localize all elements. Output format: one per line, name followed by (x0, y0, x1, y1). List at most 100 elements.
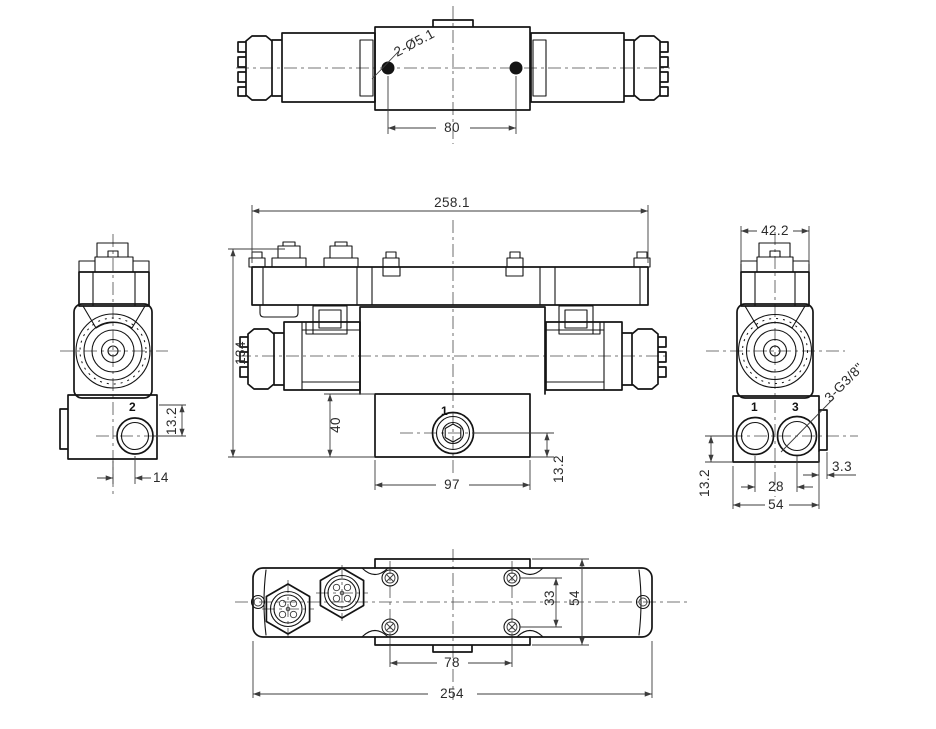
front-plug-circle (441, 421, 465, 445)
screw-inner (384, 572, 396, 584)
front-solenoid-right-details (545, 305, 605, 391)
view-left: 2 13.2 14 (59, 234, 186, 497)
right-coil-center (769, 345, 781, 357)
top-mounting-block (374, 19, 531, 111)
top-solenoid-left-endplate (359, 39, 374, 97)
left-coil-ring-3 (91, 329, 135, 373)
right-dim-3-3-text: 3.3 (832, 459, 852, 474)
front-dim-40-text: 40 (328, 417, 343, 433)
right-coil-face (736, 303, 814, 399)
view-top: 80 2-Ø5.1 (236, 6, 670, 144)
left-bottom-block (59, 394, 158, 460)
connector-pin (278, 610, 287, 619)
bottom-dim-33-text: 33 (542, 590, 557, 606)
connector-pin (289, 599, 298, 608)
bottom-m12-connector-1 (265, 583, 311, 635)
connector-key (339, 590, 345, 596)
left-solenoid-body (78, 271, 150, 307)
right-coil-hub (762, 338, 788, 364)
left-solenoid-body-joints (92, 271, 136, 307)
right-port-1-outer (735, 416, 775, 456)
front-dim-extensions (228, 205, 649, 490)
top-mounting-hole-right (509, 61, 523, 75)
front-port-label: 1 (441, 404, 448, 418)
screw-crosses (385, 573, 517, 632)
right-port-1-ring (740, 421, 770, 451)
bottom-dim-254-text: 254 (440, 686, 464, 701)
view-right: 1 3 3-G3/8" 42.2 13.2 28 3.3 54 (697, 223, 867, 512)
right-coil-bolt-ring (742, 318, 808, 384)
screw-inner (506, 621, 518, 633)
right-coil-ring-1 (737, 313, 813, 389)
top-solenoid-left (237, 32, 376, 103)
screw-ring (381, 618, 399, 636)
right-dim-54-text: 54 (768, 497, 784, 512)
right-thread-label: 3-G3/8" (822, 360, 867, 405)
right-thread-leader (780, 397, 835, 453)
front-bottom-block (374, 393, 531, 458)
left-port-label: 2 (129, 400, 136, 414)
bottom-end-screw-right-inner (638, 597, 648, 607)
bottom-dim-extensions (252, 558, 653, 698)
bottom-block-behind (374, 558, 531, 653)
screw-inner (506, 572, 518, 584)
connector-pin (332, 583, 341, 592)
bottom-centerlines (235, 549, 688, 700)
front-plug-hex-socket (444, 423, 462, 443)
left-coil-face (73, 303, 153, 399)
front-port-ring (435, 415, 471, 451)
view-bottom: 33 54 78 254 (235, 549, 688, 701)
bottom-plate-outline (252, 567, 653, 638)
front-plate-foot (259, 304, 299, 318)
front-dim-height-text: 134 (233, 341, 248, 365)
bottom-dim-54-text: 54 (567, 590, 582, 606)
right-dim-13-2-text: 13.2 (697, 469, 712, 497)
top-mounting-hole-left (381, 61, 395, 75)
connector-hex (319, 567, 365, 619)
top-holes-label: 2-Ø5.1 (391, 26, 437, 60)
left-dim-14-text: 14 (153, 470, 169, 485)
screw-ring (381, 569, 399, 587)
connector-face (269, 590, 307, 628)
front-solenoid-right (545, 321, 667, 391)
left-coil-ring-2 (83, 321, 143, 381)
bottom-dim-78-text: 78 (444, 655, 460, 670)
right-port-1-label: 1 (751, 400, 758, 414)
right-dim-28-text: 28 (768, 479, 784, 494)
front-plate-connectors (271, 241, 359, 268)
connector-pin (332, 594, 341, 603)
right-coil-ring-2 (745, 321, 805, 381)
bottom-end-screw-right (635, 594, 651, 610)
connector-pin (343, 583, 352, 592)
front-dim-13-2-text: 13.2 (551, 455, 566, 483)
connector-pin (278, 599, 287, 608)
connector-pin (343, 594, 352, 603)
front-dim-97-text: 97 (444, 477, 460, 492)
left-coil-center (107, 345, 119, 357)
connector-hex (265, 583, 311, 635)
right-port-3-ring (781, 420, 813, 452)
bottom-end-screw-left (250, 594, 266, 610)
front-centerlines (238, 220, 668, 474)
front-plate-joints (262, 266, 641, 306)
left-port-ring (120, 421, 150, 451)
connector-collar (273, 594, 303, 624)
top-solenoid-right (530, 32, 669, 103)
front-top-plate (251, 266, 649, 306)
left-coil-ring-1 (75, 313, 151, 389)
top-dim-80-text: 80 (444, 120, 460, 135)
right-coil-ring-3 (753, 329, 797, 373)
right-port-3-outer (776, 415, 818, 457)
right-port-3-label: 3 (792, 400, 799, 414)
connector-key (285, 606, 291, 612)
right-solenoid-body-joints (754, 271, 796, 307)
front-plate-studs (248, 251, 651, 268)
front-solenoid-left-details (301, 305, 361, 391)
view-front: 1 258.1 134 40 97 13.2 (228, 195, 668, 492)
connector-face (323, 574, 361, 612)
left-port-outer (116, 417, 154, 455)
bottom-mounting-screws (381, 569, 521, 636)
left-dim-extensions (112, 404, 186, 484)
bottom-m12-connector-2 (319, 567, 365, 619)
